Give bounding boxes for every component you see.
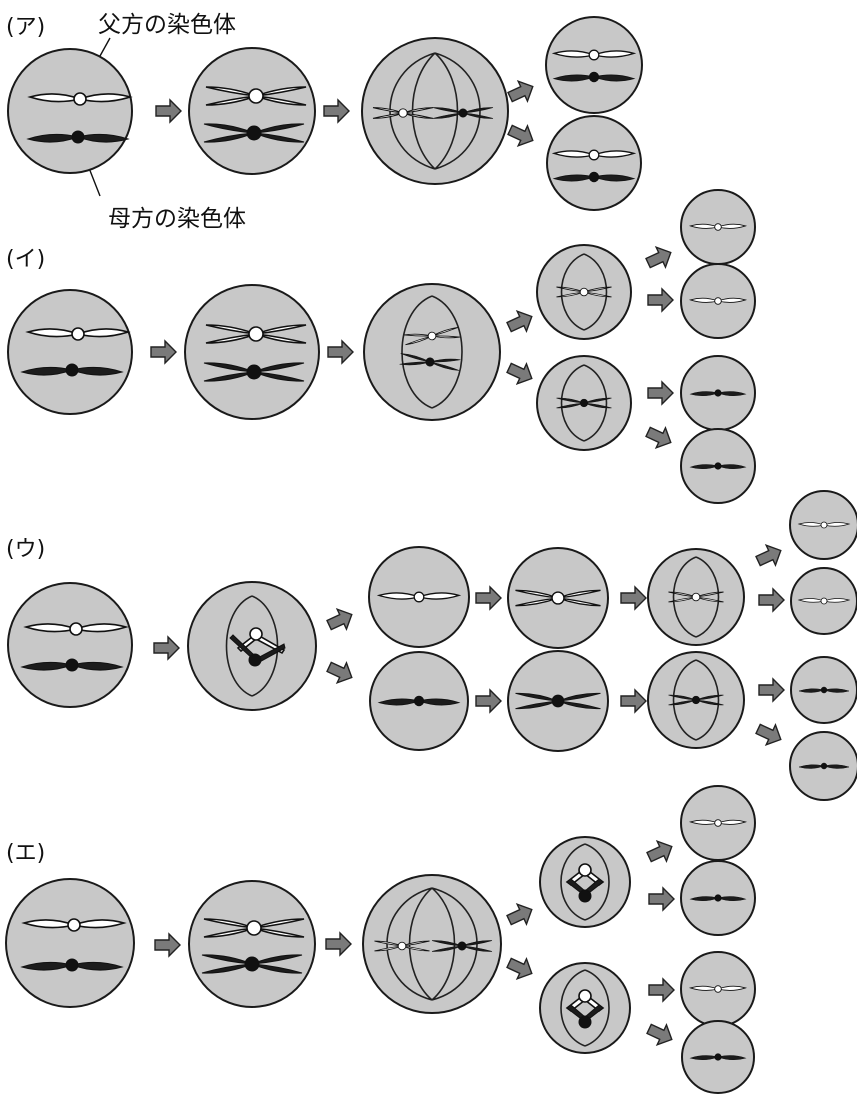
arrow [648, 978, 675, 1002]
arrow [323, 603, 358, 636]
arrow [642, 241, 677, 274]
arrow [150, 340, 177, 364]
label-a: (ア) [6, 15, 45, 40]
arrow [503, 952, 538, 985]
arrow [475, 586, 502, 610]
cell [7, 48, 133, 174]
arrow [323, 99, 350, 123]
cell [539, 836, 631, 928]
arrow [504, 119, 539, 152]
cell [790, 567, 857, 635]
cell [789, 490, 857, 560]
arrow [647, 381, 674, 405]
maternal-callout: 母方の染色体 [108, 206, 246, 232]
cell [647, 548, 745, 646]
arrow [503, 305, 538, 338]
cell [5, 878, 135, 1008]
cell [362, 874, 502, 1014]
cell [187, 581, 317, 711]
arrow [327, 340, 354, 364]
cell [361, 37, 509, 185]
cell [680, 951, 756, 1027]
label-e: (エ) [6, 841, 45, 866]
cell [680, 860, 756, 936]
row-i [7, 189, 756, 504]
arrow [475, 689, 502, 713]
row-a [7, 16, 643, 211]
cell [363, 283, 501, 421]
arrow [642, 421, 677, 454]
cell [188, 880, 316, 1008]
arrow [758, 678, 785, 702]
cell [536, 244, 632, 340]
cell [507, 650, 609, 752]
cell [7, 289, 133, 415]
arrow [643, 1018, 678, 1051]
cell [546, 115, 642, 211]
arrow [325, 932, 352, 956]
cell [545, 16, 643, 114]
cell [184, 284, 320, 420]
arrow [758, 588, 785, 612]
cell [647, 651, 745, 749]
row-e [5, 785, 756, 1094]
arrow [752, 718, 787, 751]
arrow [504, 75, 539, 108]
arrow [154, 933, 181, 957]
arrow [503, 357, 538, 390]
arrow [620, 689, 647, 713]
cell [539, 962, 631, 1054]
row-u [7, 490, 857, 801]
paternal-callout: 父方の染色体 [98, 12, 236, 38]
cell [188, 47, 316, 175]
arrow [153, 636, 180, 660]
label-i: (イ) [6, 247, 45, 272]
arrow [643, 835, 678, 868]
arrow [752, 539, 787, 572]
cell [680, 263, 756, 339]
cell [369, 651, 469, 751]
cell [680, 189, 756, 265]
label-u: (ウ) [6, 537, 45, 562]
cell [681, 1020, 755, 1094]
arrow [620, 586, 647, 610]
cell [680, 785, 756, 861]
arrow [503, 898, 538, 931]
cell [7, 582, 133, 708]
cell [680, 355, 756, 431]
cell [368, 546, 470, 648]
arrow [323, 656, 358, 689]
cell [789, 731, 857, 801]
cell [680, 428, 756, 504]
arrow [648, 887, 675, 911]
cell [790, 656, 857, 724]
cell [536, 355, 632, 451]
arrow [155, 99, 182, 123]
cell [507, 547, 609, 649]
arrow [647, 288, 674, 312]
